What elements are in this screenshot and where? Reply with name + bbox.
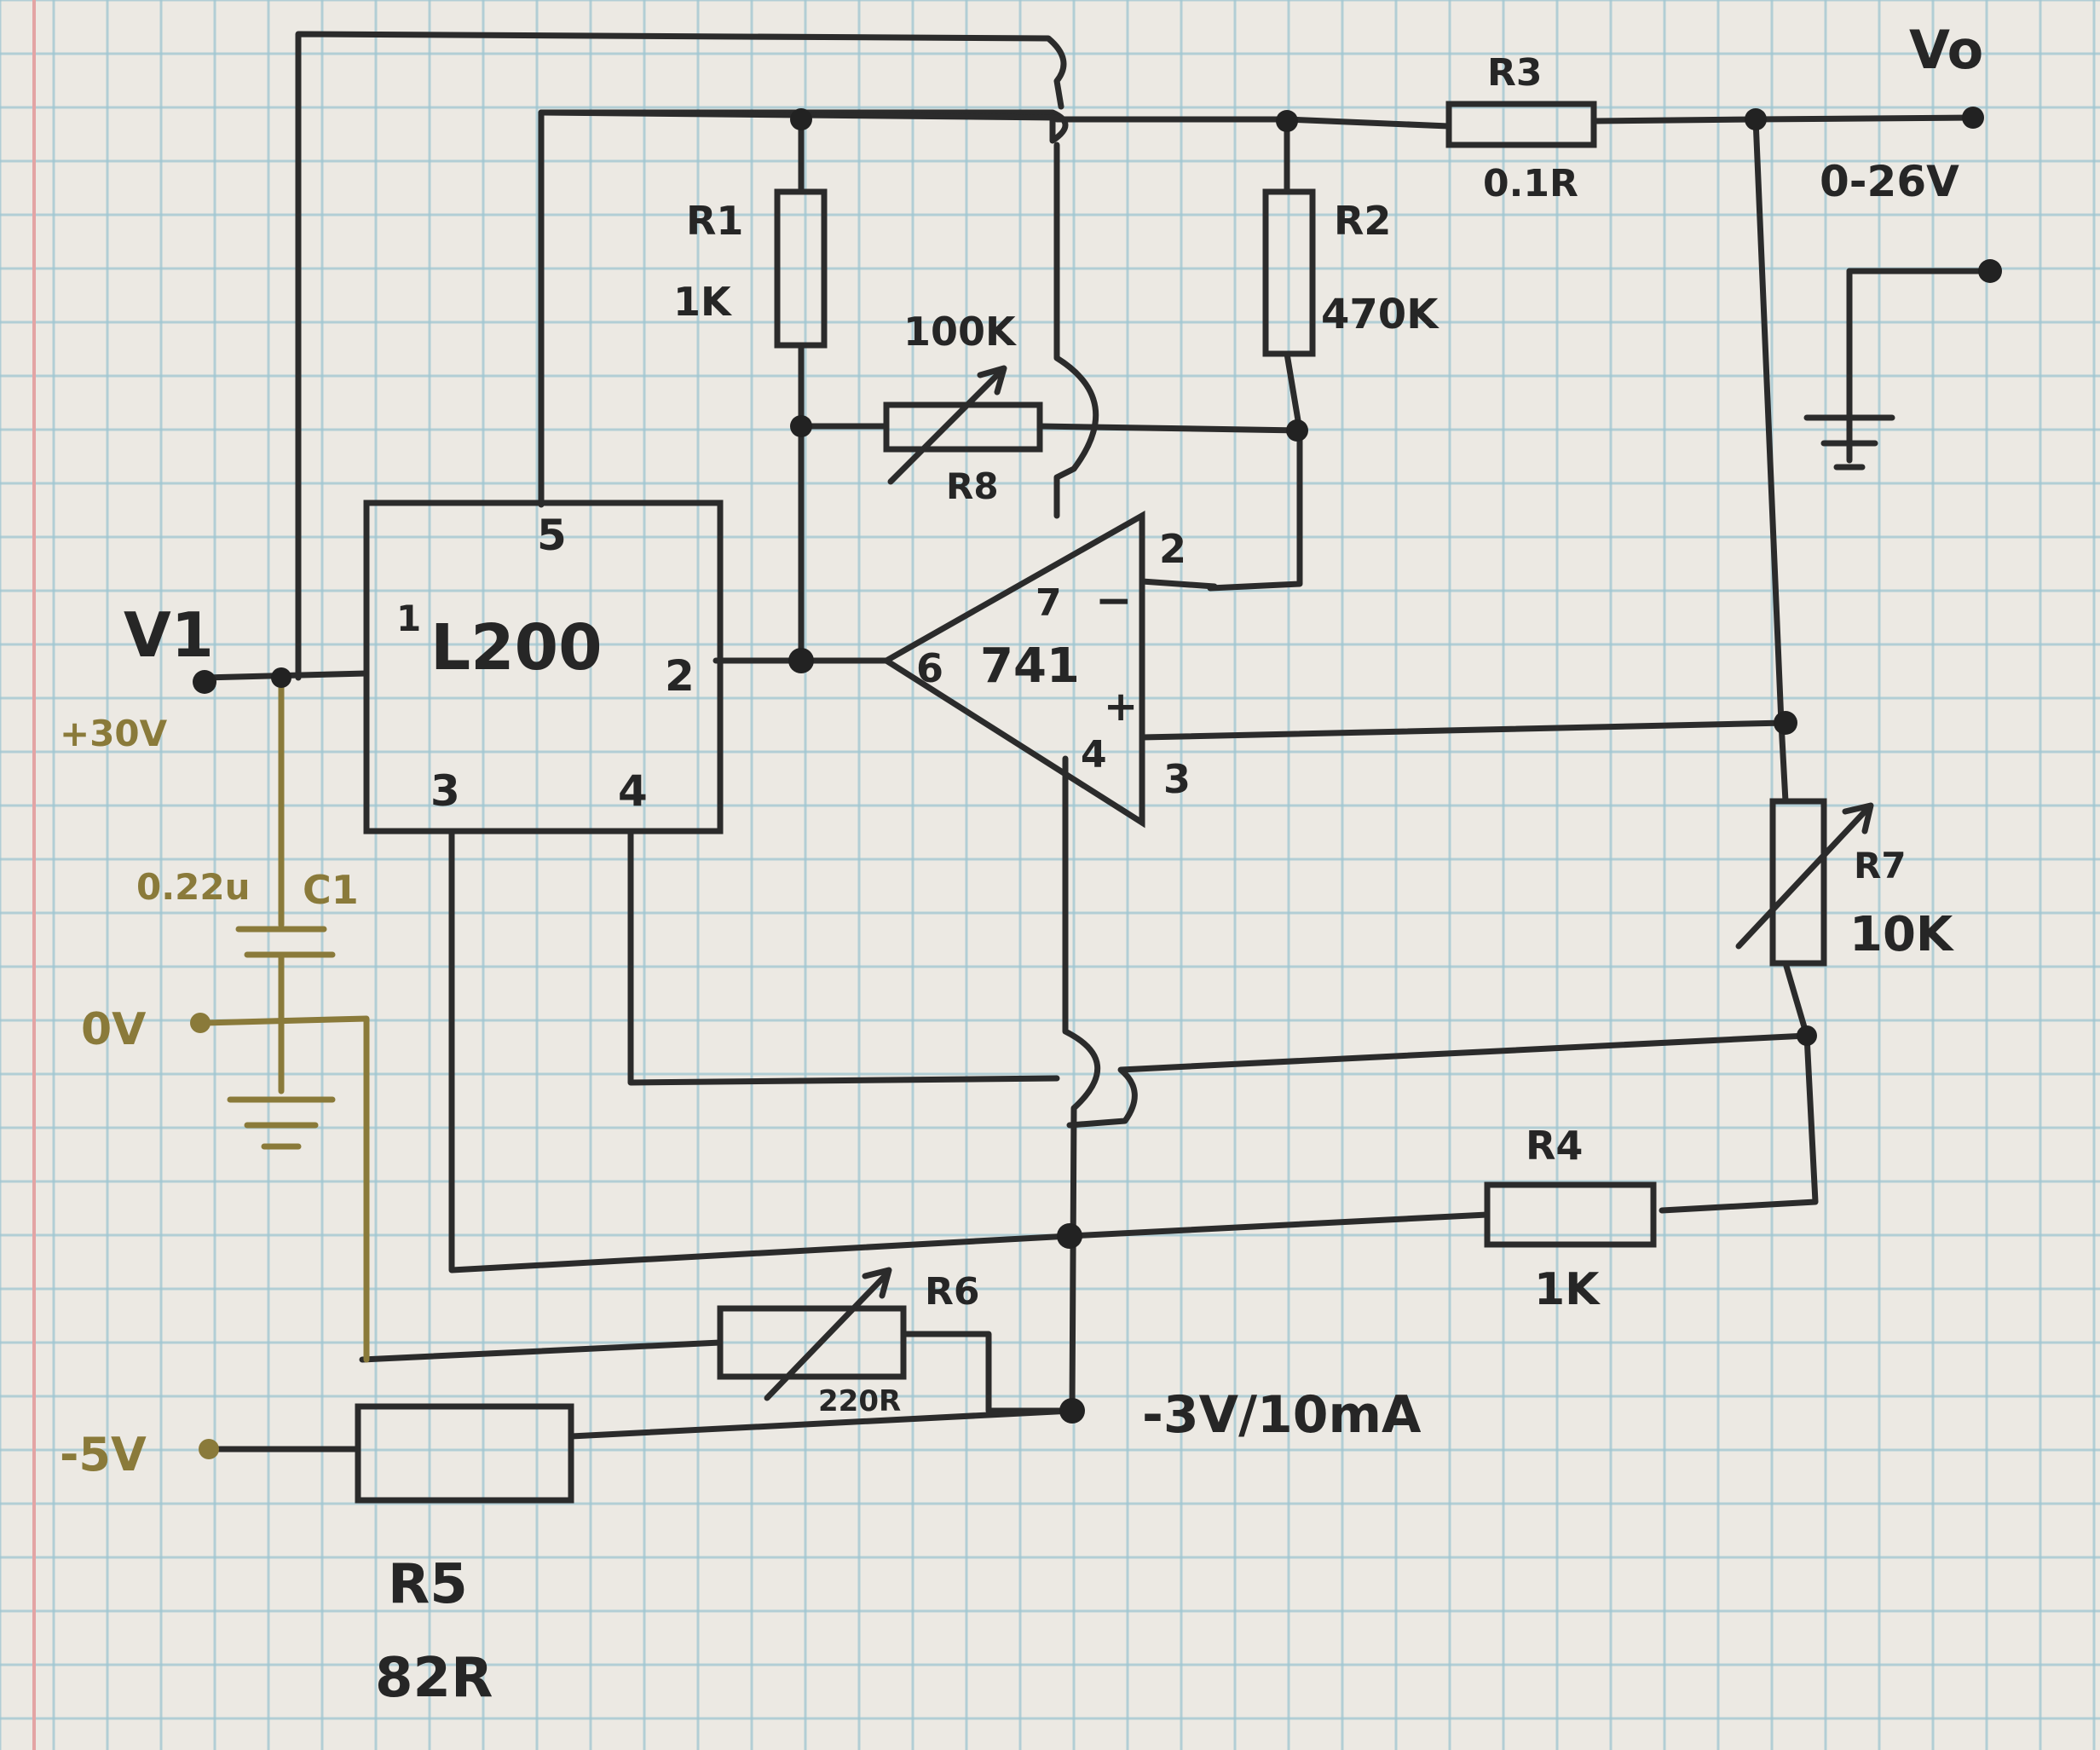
r8-value: 100K bbox=[903, 309, 1018, 355]
junction-dot bbox=[788, 648, 814, 673]
c1-name: C1 bbox=[303, 867, 359, 913]
negative-rail-label: -3V/10mA bbox=[1142, 1385, 1422, 1445]
r3-value: 0.1R bbox=[1483, 162, 1578, 205]
l200-body bbox=[363, 500, 724, 835]
opamp-body bbox=[880, 510, 1145, 829]
junction-dot bbox=[1745, 108, 1767, 130]
opamp-741: 741 6 7 − + 4 2 3 bbox=[880, 510, 1191, 829]
r2-name: R2 bbox=[1334, 198, 1391, 244]
r1-name: R1 bbox=[686, 198, 743, 244]
r2-body bbox=[1262, 188, 1316, 357]
l200-pin5: 5 bbox=[537, 511, 567, 560]
r3-body bbox=[1445, 101, 1597, 148]
r4-body bbox=[1484, 1181, 1657, 1248]
input-voltage: +30V bbox=[60, 713, 168, 754]
opamp-pin4: 4 bbox=[1081, 733, 1107, 777]
r6-value: 220R bbox=[818, 1384, 901, 1418]
r4-name: R4 bbox=[1526, 1123, 1583, 1169]
resistor-r1: R1 1K bbox=[673, 188, 828, 349]
opamp-pin2: 2 bbox=[1159, 526, 1186, 572]
r5-body bbox=[355, 1403, 574, 1504]
ground-label: 0V bbox=[81, 1004, 146, 1055]
output-range: 0-26V bbox=[1820, 157, 1959, 206]
ground-terminal bbox=[190, 1013, 211, 1033]
r7-arrow bbox=[1735, 802, 1874, 950]
r1-value: 1K bbox=[673, 279, 733, 325]
opamp-pin7: 7 bbox=[1036, 581, 1062, 625]
r3-name: R3 bbox=[1487, 51, 1543, 95]
junctions bbox=[190, 107, 2002, 1459]
r8-body bbox=[883, 401, 1043, 453]
resistor-r6-pot: R6 220R bbox=[717, 1267, 980, 1418]
l200-pin2: 2 bbox=[665, 651, 695, 701]
r8-arrow bbox=[887, 365, 1007, 485]
resistor-r2: R2 470K bbox=[1262, 188, 1439, 357]
negative-supply-terminal bbox=[199, 1439, 219, 1459]
l200-pin4: 4 bbox=[618, 766, 648, 816]
resistor-r8-pot: 100K R8 bbox=[883, 309, 1043, 507]
r2-value: 470K bbox=[1321, 291, 1439, 338]
r7-name: R7 bbox=[1854, 845, 1907, 887]
r7-value: 10K bbox=[1849, 907, 1955, 962]
r1-body bbox=[774, 188, 828, 349]
r5-name: R5 bbox=[388, 1553, 468, 1616]
r8-name: R8 bbox=[946, 465, 999, 507]
resistor-r3: R3 0.1R bbox=[1445, 51, 1597, 205]
junction-dot bbox=[790, 108, 812, 130]
r7-body bbox=[1769, 798, 1827, 967]
output-label: Vo bbox=[1909, 19, 1983, 81]
junction-dot bbox=[1774, 711, 1797, 735]
junction-dot bbox=[271, 667, 291, 688]
opamp-label: 741 bbox=[980, 638, 1080, 694]
junction-dot bbox=[1276, 110, 1298, 132]
junction-dot bbox=[1057, 1223, 1082, 1249]
junction-dot bbox=[1059, 1398, 1085, 1424]
capacitor-c1: 0.22u C1 bbox=[136, 866, 359, 913]
resistor-r4: R4 1K bbox=[1484, 1123, 1657, 1315]
opamp-pin6: 6 bbox=[916, 645, 943, 691]
c1-value: 0.22u bbox=[136, 866, 251, 908]
r6-body bbox=[717, 1305, 907, 1380]
junction-dot bbox=[1797, 1025, 1817, 1046]
opamp-pin3: 3 bbox=[1163, 756, 1191, 802]
opamp-plus: + bbox=[1104, 683, 1138, 731]
r5-value: 82R bbox=[375, 1647, 493, 1710]
opamp-minus: − bbox=[1095, 575, 1133, 627]
input-label: V1 bbox=[124, 599, 214, 671]
resistor-r5: R5 82R bbox=[355, 1403, 574, 1710]
junction-dot bbox=[1286, 419, 1308, 442]
l200-pin1: 1 bbox=[396, 598, 421, 639]
r6-name: R6 bbox=[925, 1270, 980, 1314]
l200-pin3: 3 bbox=[430, 766, 460, 816]
output-terminal-positive bbox=[1962, 107, 1984, 129]
negative-supply-label: -5V bbox=[60, 1428, 147, 1481]
l200-label: L200 bbox=[430, 611, 603, 684]
input-terminal bbox=[193, 670, 216, 694]
l200-regulator: L200 1 2 3 4 5 bbox=[363, 500, 724, 835]
resistor-r7-pot: R7 10K bbox=[1735, 798, 1955, 967]
r6-arrow bbox=[764, 1267, 892, 1401]
output-terminal-ground bbox=[1978, 259, 2002, 283]
r4-value: 1K bbox=[1534, 1264, 1601, 1315]
junction-dot bbox=[790, 415, 812, 437]
